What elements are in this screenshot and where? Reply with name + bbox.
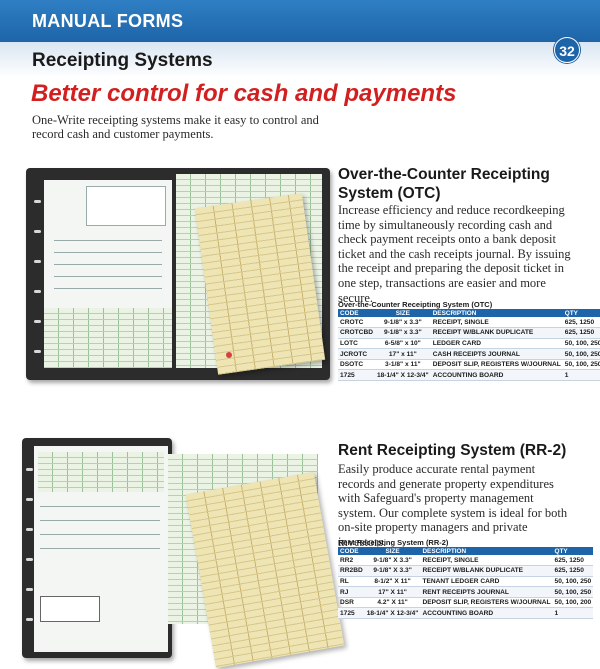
code-cell: RJ — [338, 586, 365, 598]
description-cell: RECEIPT W/BLANK DUPLICATE — [420, 565, 553, 577]
description-cell: RECEIPT, SINGLE — [420, 555, 553, 567]
column-header: DESCRIPTION — [420, 547, 553, 555]
section-title: Receipting Systems — [32, 50, 213, 71]
size-cell: 17" X 11" — [364, 586, 421, 598]
qty-cell: 1 — [552, 607, 594, 620]
qty-cell: 50, 100, 250 — [552, 576, 594, 588]
code-cell: JCROTC — [338, 348, 375, 360]
section-band — [0, 42, 600, 78]
table-row: DSOTC 3-1/8" x 11" DEPOSIT SLIP, REGISTE… — [338, 359, 600, 371]
description-cell: LEDGER CARD — [430, 338, 563, 350]
code-cell: RL — [338, 576, 365, 588]
description-cell: DEPOSIT SLIP, REGISTERS W/JOURNAL — [430, 359, 563, 371]
qty-cell: 50, 100, 250 — [562, 338, 600, 350]
table-row: RR2 9-1/8" X 3.3" RECEIPT, SINGLE 625, 1… — [338, 555, 594, 567]
table-row: DSR 4.2" X 11" DEPOSIT SLIP, REGISTERS W… — [338, 597, 594, 609]
table-row: RJ 17" X 11" RENT RECEIPTS JOURNAL 50, 1… — [338, 586, 594, 598]
table-header-row: CODE SIZE DESCRIPTION QTY — [338, 547, 594, 555]
table-row: 1725 18-1/4" X 12-3/4" ACCOUNTING BOARD … — [338, 369, 600, 382]
otc-description: Increase efficiency and reduce recordkee… — [338, 203, 571, 305]
code-cell: CROTC — [338, 317, 375, 329]
table-row: CROTC 9-1/8" x 3.3" RECEIPT, SINGLE 625,… — [338, 317, 600, 329]
rr2-product-photo — [22, 438, 345, 668]
qty-cell: 50, 100, 250 — [562, 359, 600, 371]
size-cell: 17" x 11" — [374, 348, 431, 360]
description-cell: RECEIPT W/BLANK DUPLICATE — [430, 327, 563, 339]
table-row: LOTC 6-5/8" x 10" LEDGER CARD 50, 100, 2… — [338, 338, 600, 350]
description-cell: ACCOUNTING BOARD — [430, 369, 563, 382]
rr2-spec-table: CODE SIZE DESCRIPTION QTY RR2 9-1/8" X 3… — [338, 547, 594, 620]
intro-text: One-Write receipting systems make it eas… — [32, 113, 319, 141]
code-cell: 1725 — [338, 369, 375, 382]
size-cell: 9-1/8" x 3.3" — [374, 317, 431, 329]
table-row: RL 8-1/2" X 11" TENANT LEDGER CARD 50, 1… — [338, 576, 594, 588]
table-row: JCROTC 17" x 11" CASH RECEIPTS JOURNAL 5… — [338, 348, 600, 360]
code-cell: LOTC — [338, 338, 375, 350]
qty-cell: 50, 100, 250 — [562, 348, 600, 360]
column-header: SIZE — [374, 309, 431, 317]
column-header: QTY — [552, 547, 594, 555]
rr2-table-caption: Rent Receipting System (RR-2) — [338, 538, 449, 547]
qty-cell: 625, 1250 — [552, 555, 594, 567]
size-cell: 8-1/2" X 11" — [364, 576, 421, 588]
page-number-badge: 32 — [554, 37, 580, 63]
otc-product-photo — [26, 160, 330, 382]
category-title: MANUAL FORMS — [32, 11, 184, 31]
rr2-ledger-card — [185, 472, 345, 668]
otc-spec-table: CODE SIZE DESCRIPTION QTY CROTC 9-1/8" x… — [338, 309, 600, 382]
table-row: 1725 18-1/4" X 12-3/4" ACCOUNTING BOARD … — [338, 607, 594, 620]
tagline: Better control for cash and payments — [31, 80, 457, 107]
rr2-description: Easily produce accurate rental payment r… — [338, 462, 568, 549]
size-cell: 4.2" X 11" — [364, 597, 421, 609]
size-cell: 3-1/8" x 11" — [374, 359, 431, 371]
size-cell: 9-1/8" X 3.3" — [364, 565, 421, 577]
otc-receipt-sheet — [44, 180, 172, 368]
description-cell: DEPOSIT SLIP, REGISTERS W/JOURNAL — [420, 597, 553, 609]
code-cell: RR2 — [338, 555, 365, 567]
column-header: DESCRIPTION — [430, 309, 563, 317]
table-header-row: CODE SIZE DESCRIPTION QTY — [338, 309, 600, 317]
code-cell: DSR — [338, 597, 365, 609]
description-cell: ACCOUNTING BOARD — [420, 607, 553, 620]
size-cell: 18-1/4" X 12-3/4" — [374, 369, 431, 382]
column-header: SIZE — [364, 547, 421, 555]
code-cell: RR2BD — [338, 565, 365, 577]
size-cell: 9-1/8" x 3.3" — [374, 327, 431, 339]
qty-cell: 50, 100, 200 — [552, 597, 594, 609]
description-cell: CASH RECEIPTS JOURNAL — [430, 348, 563, 360]
qty-cell: 625, 1250 — [562, 317, 600, 329]
rr2-title: Rent Receipting System (RR-2) — [338, 442, 567, 459]
code-cell: 1725 — [338, 607, 365, 620]
otc-ledger-card — [194, 193, 326, 375]
column-header: QTY — [562, 309, 600, 317]
qty-cell: 625, 1250 — [562, 327, 600, 339]
table-row: RR2BD 9-1/8" X 3.3" RECEIPT W/BLANK DUPL… — [338, 565, 594, 577]
otc-table-caption: Over-the-Counter Receipting System (OTC) — [338, 300, 493, 309]
description-cell: RECEIPT, SINGLE — [430, 317, 563, 329]
table-row: CROTCBD 9-1/8" x 3.3" RECEIPT W/BLANK DU… — [338, 327, 600, 339]
code-cell: CROTCBD — [338, 327, 375, 339]
code-cell: DSOTC — [338, 359, 375, 371]
description-cell: RENT RECEIPTS JOURNAL — [420, 586, 553, 598]
otc-title: Over-the-Counter Receipting System (OTC) — [338, 166, 550, 202]
qty-cell: 1 — [562, 369, 600, 382]
column-header: CODE — [338, 547, 365, 555]
qty-cell: 50, 100, 250 — [552, 586, 594, 598]
column-header: CODE — [338, 309, 375, 317]
size-cell: 9-1/8" X 3.3" — [364, 555, 421, 567]
rr2-receipt-sheet — [34, 446, 168, 652]
qty-cell: 625, 1250 — [552, 565, 594, 577]
header-band — [0, 0, 600, 42]
size-cell: 6-5/8" x 10" — [374, 338, 431, 350]
description-cell: TENANT LEDGER CARD — [420, 576, 553, 588]
size-cell: 18-1/4" X 12-3/4" — [364, 607, 421, 620]
